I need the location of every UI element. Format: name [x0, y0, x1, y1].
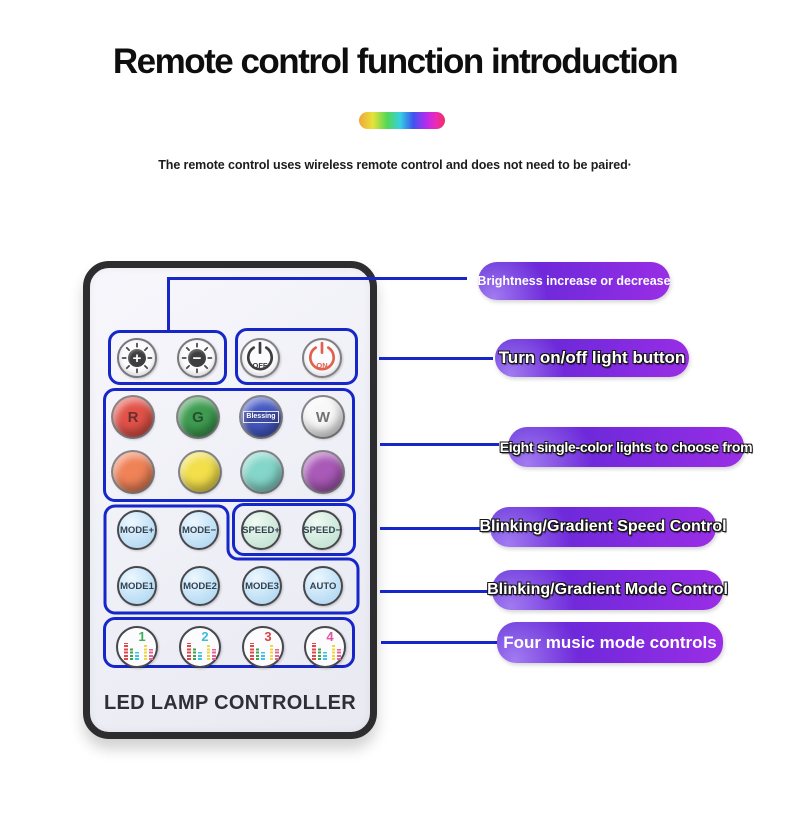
remote-control: + − OFF O — [83, 261, 377, 739]
connector-line-colors — [380, 443, 499, 446]
remote-brand-label: LED LAMP CONTROLLER — [104, 692, 356, 714]
connector-line-speed — [380, 527, 491, 530]
mode-group-outline — [103, 504, 360, 615]
music-mode-4-button[interactable]: 4 — [304, 626, 346, 668]
callout-colors: Eight single-color lights to choose from — [500, 427, 753, 467]
sun-rays-icon — [181, 342, 213, 374]
connector-line-music — [381, 641, 497, 644]
sun-rays-icon — [121, 342, 153, 374]
brightness-up-button[interactable]: + — [117, 338, 157, 378]
speed-group-outline — [232, 503, 356, 556]
connector-line-brightness — [167, 277, 467, 280]
off-button[interactable]: OFF — [240, 338, 280, 378]
color-button-white[interactable]: W — [303, 397, 343, 437]
music-group-outline — [103, 617, 355, 668]
callout-brightness: Brightness increase or decrease — [477, 262, 671, 300]
callout-music: Four music mode controls — [497, 622, 723, 663]
on-button-label: ON — [316, 361, 328, 370]
power-icon — [308, 341, 336, 371]
mode-plus-button[interactable]: MODE+ — [117, 510, 157, 550]
equalizer-icon — [250, 641, 279, 660]
color-button-orange[interactable] — [113, 452, 153, 492]
blessing-watermark: Blessing — [241, 397, 281, 437]
connector-line-mode — [380, 590, 492, 593]
connector-line-power — [379, 357, 493, 360]
color-button-purple[interactable] — [303, 452, 343, 492]
color-button-green[interactable]: G — [178, 397, 218, 437]
color-button-cyan[interactable] — [242, 452, 282, 492]
music-mode-2-button[interactable]: 2 — [179, 626, 221, 668]
on-button[interactable]: ON — [302, 338, 342, 378]
music-mode-1-button[interactable]: 1 — [116, 626, 158, 668]
color-button-blue[interactable]: Blessing — [241, 397, 281, 437]
equalizer-icon — [312, 641, 341, 660]
callout-speed: Blinking/Gradient Speed Control — [479, 507, 727, 547]
color-group-outline — [103, 388, 355, 502]
color-button-yellow[interactable] — [180, 452, 220, 492]
plus-icon: + — [128, 349, 146, 367]
callout-power: Turn on/off light button — [495, 339, 689, 377]
power-icon — [246, 341, 274, 371]
music-mode-3-button[interactable]: 3 — [242, 626, 284, 668]
auto-button[interactable]: AUTO — [303, 566, 343, 606]
power-group-outline — [235, 328, 358, 385]
minus-icon: − — [188, 349, 206, 367]
connector-line-brightness-vertical — [167, 278, 170, 331]
brightness-group-outline — [108, 330, 227, 385]
mode3-button[interactable]: MODE3 — [242, 566, 282, 606]
rainbow-divider — [359, 112, 445, 129]
mode-minus-button[interactable]: MODE− — [179, 510, 219, 550]
off-button-label: OFF — [252, 361, 268, 370]
equalizer-icon — [187, 641, 216, 660]
page-subtitle: The remote control uses wireless remote … — [158, 158, 632, 172]
mode1-button[interactable]: MODE1 — [117, 566, 157, 606]
color-button-red[interactable]: R — [113, 397, 153, 437]
speed-plus-button[interactable]: SPEED+ — [241, 510, 281, 550]
speed-minus-button[interactable]: SPEED− — [302, 510, 342, 550]
mode2-button[interactable]: MODE2 — [180, 566, 220, 606]
page-title: Remote control function introduction — [112, 42, 679, 81]
equalizer-icon — [124, 641, 153, 660]
brightness-down-button[interactable]: − — [177, 338, 217, 378]
callout-mode: Blinking/Gradient Mode Control — [487, 570, 728, 610]
